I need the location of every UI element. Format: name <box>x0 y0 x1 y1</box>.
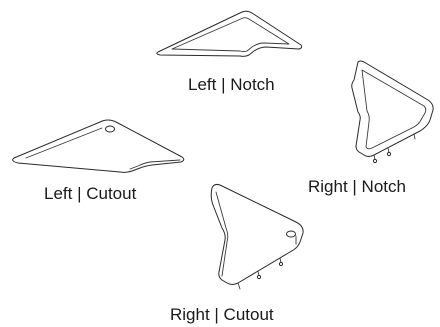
pin-icon <box>372 158 378 164</box>
cutout-hole-icon <box>105 125 115 133</box>
pin-icon <box>278 261 284 267</box>
right-cutout-part <box>210 183 304 290</box>
label-right-notch: Right | Notch <box>308 177 406 196</box>
label-right-cutout: Right | Cutout <box>170 305 274 324</box>
cutout-hole-icon <box>286 230 296 238</box>
right-notch-part <box>351 60 434 164</box>
left-notch-part <box>156 10 303 57</box>
left-cutout-part <box>12 119 185 173</box>
pin-icon <box>256 274 262 280</box>
label-left-notch: Left | Notch <box>188 75 275 94</box>
label-left-cutout: Left | Cutout <box>44 184 137 203</box>
pin-icon <box>386 151 392 157</box>
